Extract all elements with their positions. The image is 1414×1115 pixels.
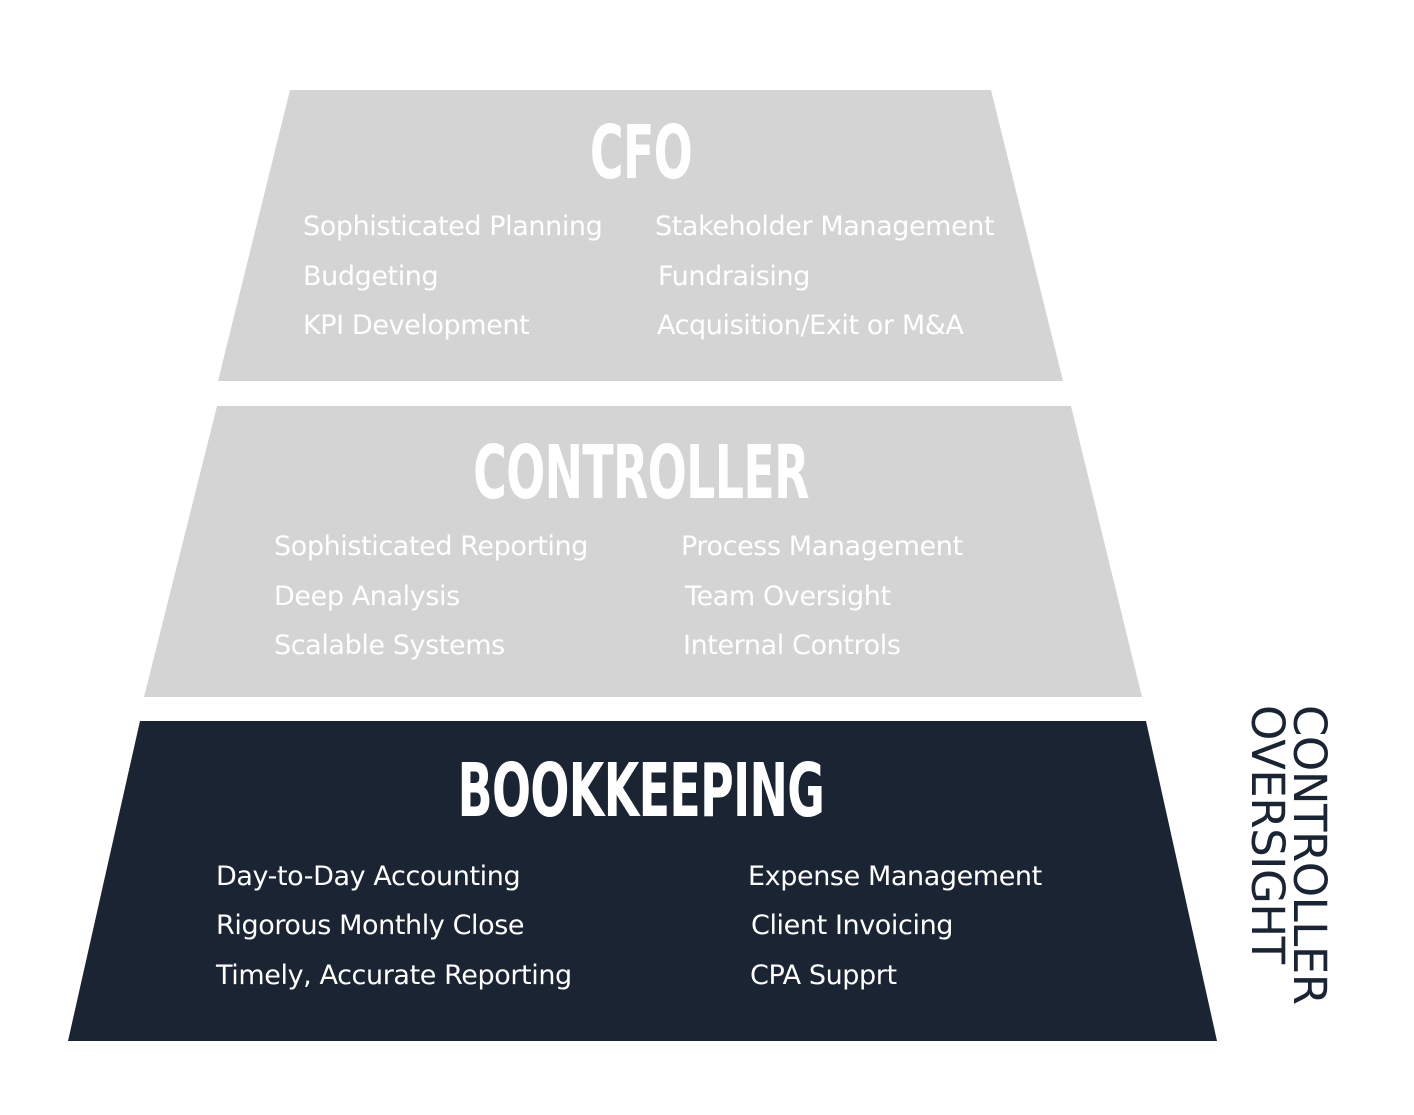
bookkeeping-item-left-1: Day-to-Day Accounting [216,861,521,892]
cfo-item-left-3: KPI Development [303,310,530,341]
cfo-item-right-2: Fundraising [658,261,810,292]
bookkeeping-item-right-2: Client Invoicing [751,910,954,941]
controller-item-left-1: Sophisticated Reporting [274,531,588,562]
cfo-item-left-1: Sophisticated Planning [303,211,603,242]
controller-item-left-2: Deep Analysis [274,581,460,612]
controller-tier-shape [144,406,1142,697]
controller-item-right-3: Internal Controls [683,630,901,661]
cfo-item-right-3: Acquisition/Exit or M&A [657,310,964,341]
cfo-tier-shape [218,90,1063,381]
cfo-title: CFO [589,110,693,196]
controller-item-left-3: Scalable Systems [274,630,505,661]
controller-title: CONTROLLER [473,430,809,516]
controller-item-right-2: Team Oversight [685,581,891,612]
side-label-line-1: CONTROLLER [1283,705,1336,1005]
controller-item-right-1: Process Management [681,531,963,562]
bookkeeping-item-right-1: Expense Management [748,861,1042,892]
cfo-item-right-1: Stakeholder Management [655,211,995,242]
bookkeeping-item-right-3: CPA Supprt [750,960,897,991]
controller-oversight-label: CONTROLLER OVERSIGHT [1241,705,1336,1017]
bookkeeping-tier-shape [68,721,1217,1041]
side-label-line-2: OVERSIGHT [1241,705,1294,964]
bookkeeping-item-left-3: Timely, Accurate Reporting [216,960,572,991]
bookkeeping-item-left-2: Rigorous Monthly Close [216,910,525,941]
bookkeeping-title: BOOKKEEPING [457,748,825,834]
cfo-item-left-2: Budgeting [303,261,439,292]
